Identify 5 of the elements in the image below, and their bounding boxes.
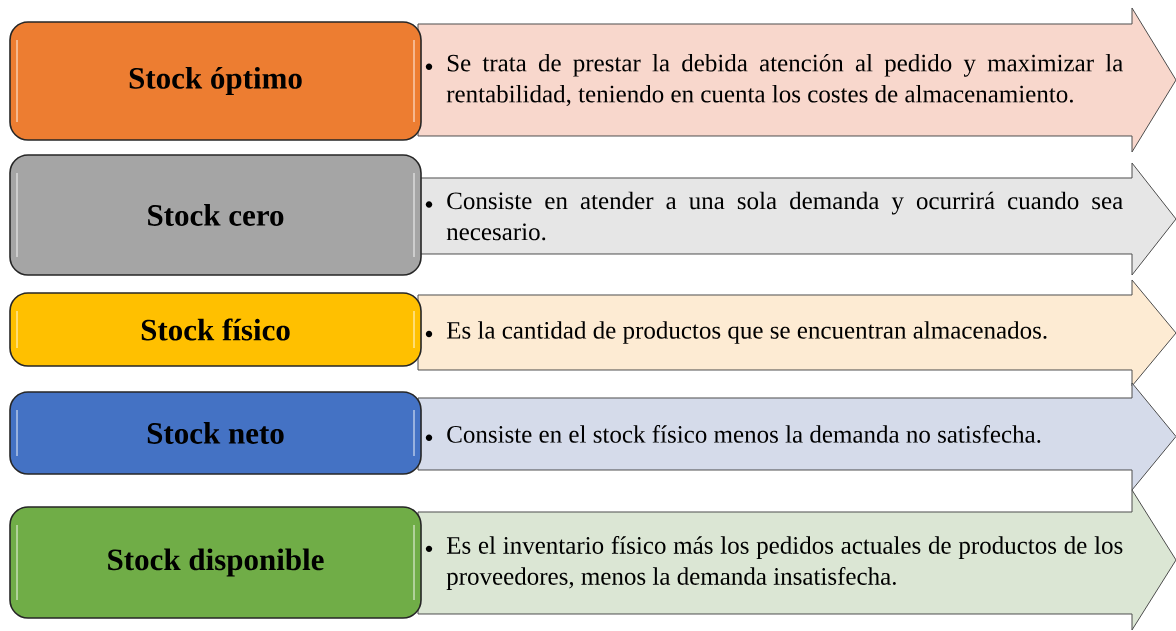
rounded-box: Stock cero	[9, 154, 422, 276]
rounded-box: Stock neto	[9, 391, 422, 475]
rounded-box: Stock físico	[9, 292, 422, 367]
rounded-box: Stock disponible	[9, 506, 422, 619]
rounded-box: Stock óptimo	[9, 21, 422, 141]
